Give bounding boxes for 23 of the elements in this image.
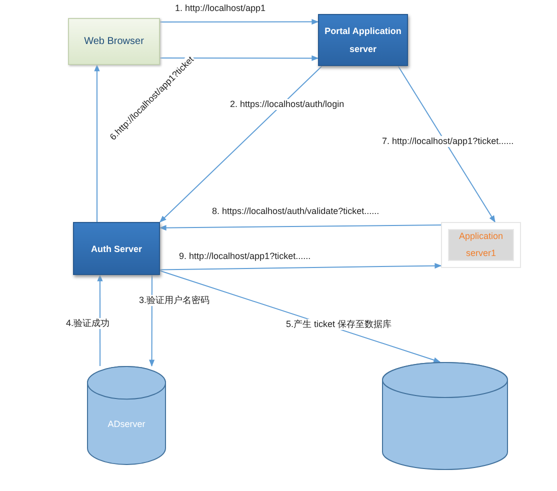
process-box: Portal Application server bbox=[318, 14, 408, 66]
edge-label: 2. https://localhost/auth/login bbox=[229, 99, 346, 110]
arrow bbox=[94, 64, 100, 222]
arrow bbox=[149, 274, 155, 367]
edge-label: 7. http://localhost/app1?ticket...... bbox=[381, 136, 515, 147]
process-box: Web Browser bbox=[68, 18, 160, 65]
edge-label: 9. http://localhost/app1?ticket...... bbox=[178, 251, 312, 262]
arrow bbox=[160, 66, 323, 222]
edge-label: 5.产生 ticket 保存至数据库 bbox=[285, 319, 393, 330]
edge-label: 8. https://localhost/auth/validate?ticket...... bbox=[211, 206, 380, 217]
process-box: Auth Server bbox=[73, 222, 160, 275]
arrow bbox=[97, 274, 103, 366]
edge-label: 4.验证成功 bbox=[65, 318, 111, 329]
arrow bbox=[398, 66, 496, 223]
arrow bbox=[159, 224, 442, 231]
edge-label: 1. http://localhost/app1 bbox=[174, 3, 267, 14]
edge-label: 3.验证用户名密码 bbox=[138, 295, 211, 306]
server-label: Application server1 bbox=[448, 229, 514, 261]
arrow bbox=[160, 270, 441, 363]
arrow bbox=[160, 19, 319, 25]
arrow bbox=[160, 55, 319, 61]
cylinder-label: ADserver bbox=[108, 418, 146, 429]
arrow bbox=[160, 263, 442, 270]
